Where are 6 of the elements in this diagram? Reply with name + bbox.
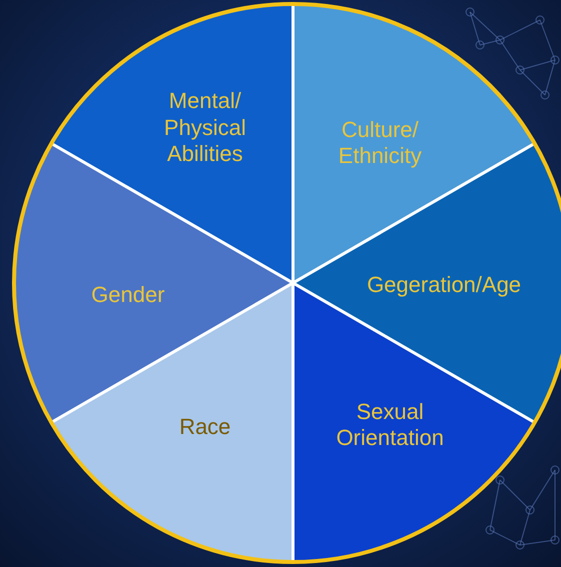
slice-label: Culture/ Ethnicity <box>337 116 423 170</box>
slice-label: Sexual Orientation <box>335 398 445 452</box>
slice-label: Race <box>179 414 231 440</box>
slice-label: Gegeration/Age <box>366 272 522 298</box>
slice-label: Gender <box>91 282 165 308</box>
slice-label: Mental/ Physical Abilities <box>163 88 247 168</box>
